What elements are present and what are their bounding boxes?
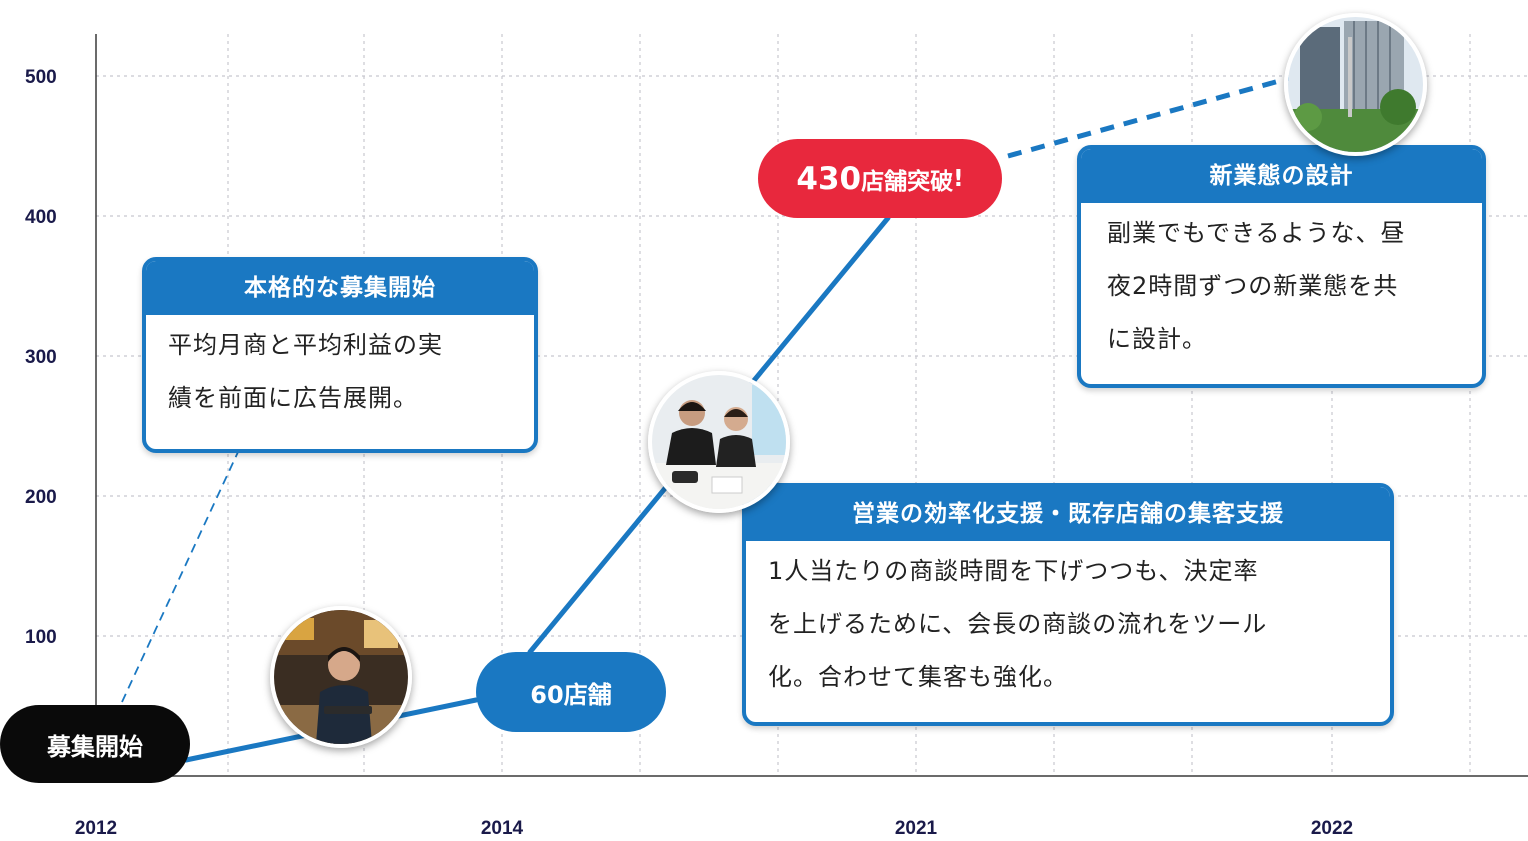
card-title: 本格的な募集開始: [146, 261, 534, 315]
milestone-start: 募集開始: [0, 705, 190, 783]
y-tick-label: 200: [25, 487, 57, 508]
y-tick-label: 100: [25, 627, 57, 648]
tick-labels: 100 200 300 400 500 2012 2014 2021 2022: [25, 67, 1353, 839]
card-recruitment: 本格的な募集開始 平均月商と平均利益の実 績を前面に広告展開。: [142, 257, 538, 453]
milestone-430-number: 430: [796, 160, 862, 197]
milestone-430-text: 店舗突破: [861, 168, 954, 195]
guide-line-dashed: [121, 451, 239, 703]
x-tick-label: 2014: [481, 818, 524, 839]
y-tick-label: 400: [25, 207, 57, 228]
x-tick-label: 2022: [1311, 818, 1353, 839]
card-sales-support: 営業の効率化支援・既存店舗の集客支援 1人当たりの商談時間を下げつつも、決定率 …: [742, 483, 1394, 726]
axes: [95, 34, 1528, 777]
milestone-60-stores: 60店舗: [476, 652, 666, 732]
card-body: 平均月商と平均利益の実 績を前面に広告展開。: [146, 315, 534, 425]
series-line-dashed: [1007, 75, 1291, 159]
card-line: 平均月商と平均利益の実: [168, 331, 443, 359]
card-title: 新業態の設計: [1081, 149, 1482, 203]
y-tick-label: 500: [25, 67, 57, 88]
card-body: 副業でもできるような、昼 夜2時間ずつの新業態を共 に設計。: [1081, 203, 1482, 366]
card-title: 営業の効率化支援・既存店舗の集客支援: [746, 487, 1390, 541]
card-line: を上げるために、会長の商談の流れをツール: [768, 610, 1268, 638]
card-line: に設計。: [1107, 325, 1207, 353]
card-body: 1人当たりの商談時間を下げつつも、決定率 を上げるために、会長の商談の流れをツー…: [746, 541, 1390, 704]
shop-staff-photo: [270, 606, 412, 748]
office-building-photo: [1284, 13, 1427, 156]
meeting-photo: [648, 371, 790, 513]
card-new-format: 新業態の設計 副業でもできるような、昼 夜2時間ずつの新業態を共 に設計。: [1077, 145, 1486, 388]
card-line: 1人当たりの商談時間を下げつつも、決定率: [768, 557, 1259, 585]
y-tick-label: 300: [25, 347, 57, 368]
milestone-start-label: 募集開始: [47, 732, 143, 761]
milestone-430-mark: !: [953, 165, 964, 192]
card-line: 績を前面に広告展開。: [168, 384, 418, 412]
x-tick-label: 2021: [895, 818, 938, 839]
card-line: 夜2時間ずつの新業態を共: [1107, 272, 1399, 300]
milestone-60-label: 60店舗: [530, 680, 612, 709]
x-tick-label: 2012: [75, 818, 117, 839]
card-line: 化。合わせて集客も強化。: [768, 663, 1068, 691]
card-line: 副業でもできるような、昼: [1107, 219, 1406, 247]
